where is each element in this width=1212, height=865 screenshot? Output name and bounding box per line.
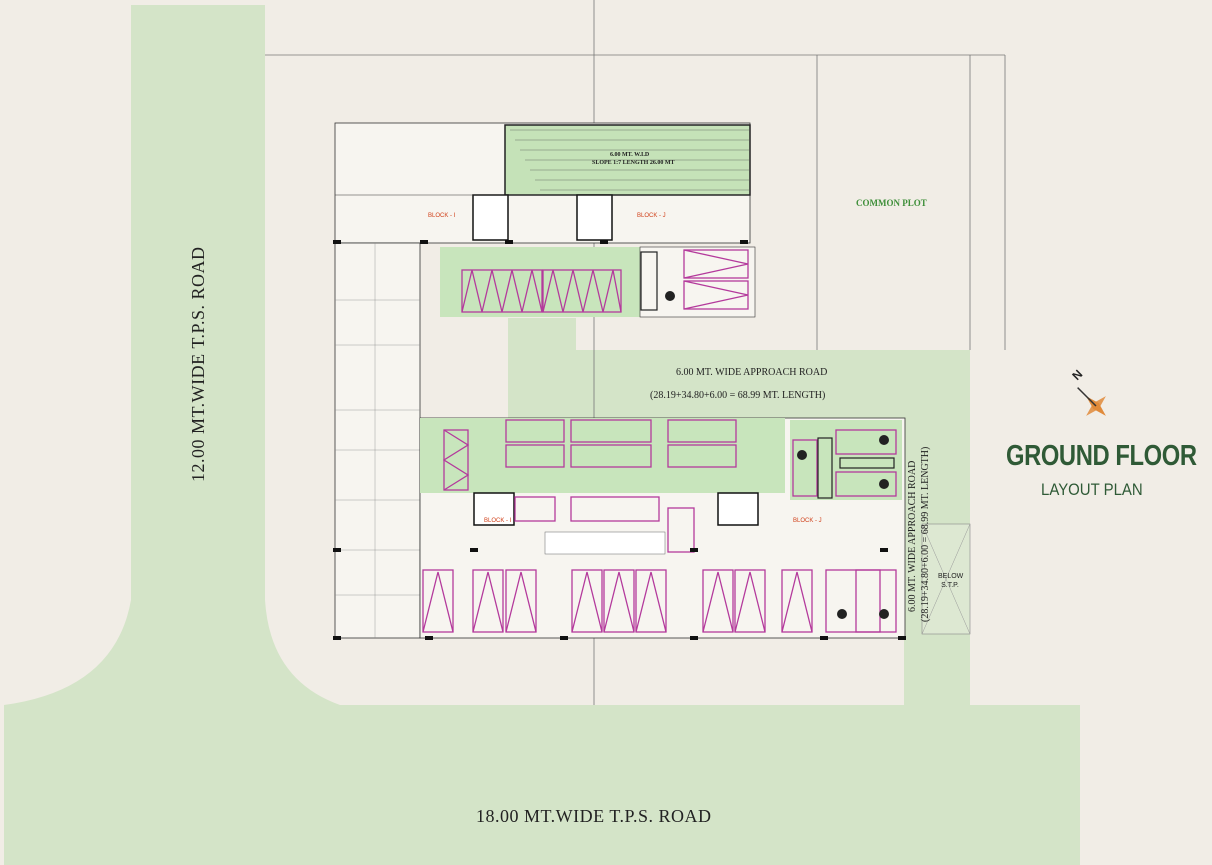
accessible-parking-markers [665, 291, 889, 619]
left-road-label: 12.00 MT.WIDE T.P.S. ROAD [188, 246, 208, 482]
approach-road-left-link [508, 318, 576, 358]
ramp-slope-label: SLOPE 1:7 LENGTH 26.00 MT [592, 160, 675, 166]
stp-area [921, 523, 971, 635]
roads [4, 5, 1080, 865]
approach-road-right-length: (28.19+34.80+6.00 = 68.99 MT. LENGTH) [920, 446, 931, 622]
block-j-top-label: BLOCK - J [637, 213, 666, 219]
left-units [334, 242, 421, 639]
bottom-road-right-curve [970, 705, 1080, 800]
columns [333, 240, 906, 640]
block-i-label: BLOCK - I [484, 518, 512, 524]
upper-parking [440, 246, 756, 318]
stair-hatches [640, 251, 895, 499]
common-plot-label: COMMON PLOT [856, 198, 927, 208]
block-i-top-label: BLOCK - I [428, 213, 456, 219]
approach-road-center-label: 6.00 MT. WIDE APPROACH ROAD [676, 367, 828, 378]
stp-label: BELOW S.T.P. [938, 573, 964, 589]
left-road-curve [4, 600, 131, 705]
block-j-label: BLOCK - J [793, 518, 822, 524]
parking-bays [422, 249, 897, 633]
left-road [131, 5, 340, 705]
north-arrow-icon [1077, 387, 1106, 416]
plan-title: GROUND FLOOR [1006, 440, 1197, 472]
plan-subtitle: LAYOUT PLAN [1041, 480, 1143, 499]
upper-building [334, 122, 751, 244]
lower-building [419, 417, 906, 639]
ramp-label: 6.00 MT. W.I.D [610, 152, 650, 158]
approach-road-center [508, 350, 970, 420]
bottom-road [4, 705, 1080, 865]
approach-road-right-label: 6.00 MT. WIDE APPROACH ROAD [907, 460, 918, 612]
bottom-road-label: 18.00 MT.WIDE T.P.S. ROAD [476, 806, 712, 826]
approach-road-center-length: (28.19+34.80+6.00 = 68.99 MT. LENGTH) [650, 390, 826, 401]
